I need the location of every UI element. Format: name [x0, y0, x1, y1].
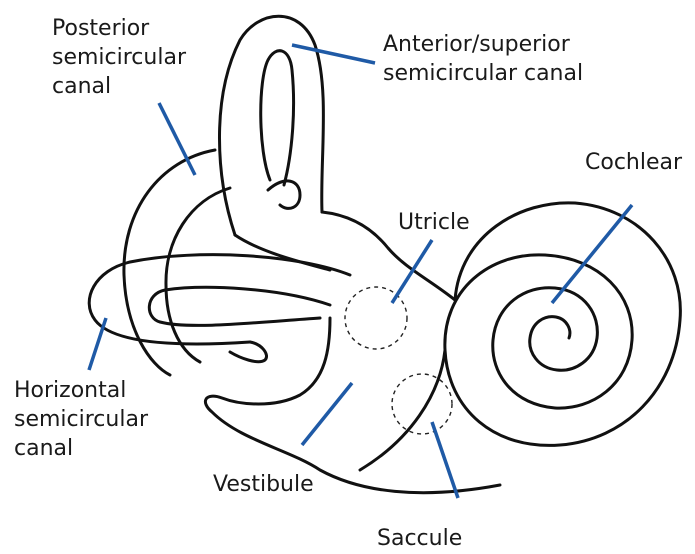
- anterior-label-line-2: semicircular canal: [383, 59, 583, 88]
- utricle-label-line-1: Utricle: [398, 208, 470, 237]
- utricle-leader: [392, 240, 432, 303]
- saccule-leader: [432, 422, 458, 498]
- anterior-canal-label: Anterior/superior semicircular canal: [383, 30, 583, 88]
- vestibule-body: [205, 212, 500, 493]
- posterior-label-line-1: Posterior: [52, 14, 186, 43]
- cochlear-label-line-1: Cochlear: [585, 148, 682, 177]
- horizontal-canal-inner: [149, 287, 330, 325]
- horizontal-canal-lobe: [230, 342, 267, 362]
- vestibule-label: Vestibule: [213, 470, 314, 499]
- horizontal-label-line-3: canal: [14, 434, 148, 463]
- vestibule-leader: [302, 383, 352, 445]
- anterior-leader: [292, 45, 375, 63]
- anterior-label-line-1: Anterior/superior: [383, 30, 583, 59]
- cochlea-spiral: [445, 203, 681, 446]
- posterior-label-line-2: semicircular: [52, 43, 186, 72]
- horizontal-leader: [89, 318, 106, 370]
- cochlear-label: Cochlear: [585, 148, 682, 177]
- posterior-canal-outer: [124, 150, 215, 375]
- vestibule-label-line-1: Vestibule: [213, 470, 314, 499]
- saccule-circle: [392, 374, 452, 434]
- cochlea-base: [360, 350, 445, 470]
- utricle-label: Utricle: [398, 208, 470, 237]
- horizontal-label-line-1: Horizontal: [14, 376, 148, 405]
- saccule-label: Saccule: [377, 524, 462, 553]
- saccule-label-line-1: Saccule: [377, 524, 462, 553]
- anterior-canal-inner: [261, 51, 294, 185]
- horizontal-canal-label: Horizontal semicircular canal: [14, 376, 148, 463]
- posterior-label-line-3: canal: [52, 72, 186, 101]
- posterior-canal-inner: [166, 188, 230, 362]
- horizontal-label-line-2: semicircular: [14, 405, 148, 434]
- posterior-canal-label: Posterior semicircular canal: [52, 14, 186, 101]
- cochlear-leader: [552, 205, 632, 303]
